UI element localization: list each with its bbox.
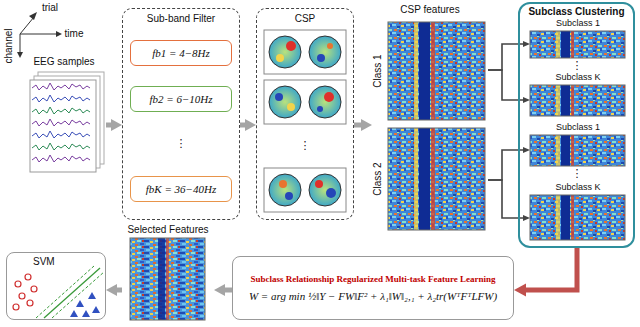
arrow-head bbox=[523, 41, 530, 47]
csp-feature-heatmaps bbox=[388, 22, 485, 230]
selected-feature-heatmap bbox=[130, 238, 205, 320]
axis-arrows bbox=[17, 12, 62, 58]
node-title: Subclass K bbox=[530, 182, 626, 192]
process-box: fbK = 36−40Hz bbox=[130, 176, 232, 202]
flow-arrow bbox=[488, 147, 530, 180]
axis-label: channel bbox=[3, 28, 15, 63]
node-title: CSP bbox=[257, 13, 353, 25]
node-title: Subclass K bbox=[530, 72, 626, 82]
flow-arrow bbox=[488, 41, 530, 70]
arrow-head bbox=[361, 119, 372, 131]
node-title: fb2 = 6−10Hz bbox=[131, 93, 231, 106]
subclass-heading: Subclass 1 bbox=[530, 122, 626, 166]
figure-heading: Selected Features bbox=[122, 224, 214, 322]
eeg-trials bbox=[30, 72, 104, 172]
flow-arrow bbox=[488, 70, 530, 103]
formula-box: Subclass Relationship Regularized Multi-… bbox=[232, 256, 514, 320]
axis-label: trial bbox=[42, 2, 58, 14]
ellipsis: ⋮ bbox=[176, 138, 187, 151]
node-body: W = arg min ½‖Y − FW‖F² + λ₁‖W‖₂,₁ + λ₂t… bbox=[239, 290, 507, 303]
arrow-head bbox=[106, 284, 117, 296]
node-title: Subclass Relationship Regularized Multi-… bbox=[239, 274, 507, 284]
flow-arrow bbox=[106, 284, 122, 296]
ellipsis: ⋮ bbox=[572, 60, 583, 73]
arrow-head bbox=[523, 215, 530, 221]
subclass-heatmaps bbox=[530, 31, 625, 240]
arrow-head bbox=[523, 147, 530, 153]
process-box: fb1 = 4−8Hz bbox=[130, 40, 232, 66]
class-label: Class 2 bbox=[372, 162, 384, 195]
flow-arrow bbox=[106, 119, 122, 131]
cluster-group: Subclass ClusteringSubclass 1Subclass KS… bbox=[518, 2, 635, 248]
svm-illustration bbox=[13, 266, 104, 318]
csp-topomaps bbox=[264, 30, 346, 212]
node-title: fb1 = 4−8Hz bbox=[131, 47, 231, 60]
filter-bank-group: Sub-band Filter fb1 = 4−8Hz fb2 = 6−10Hz fb… bbox=[122, 8, 240, 220]
arrow-shaft bbox=[354, 123, 362, 128]
node-title: Subclass 1 bbox=[530, 18, 626, 28]
subclass-heading: Subclass 1 bbox=[530, 18, 626, 60]
arrow-shaft bbox=[224, 288, 232, 293]
flow-arrow bbox=[514, 248, 577, 297]
ellipsis: ⋮ bbox=[572, 168, 583, 181]
flow-arrow bbox=[240, 119, 256, 131]
node-title: SVM bbox=[7, 256, 105, 268]
class-label: Class 1 bbox=[372, 54, 384, 87]
axis-label: time bbox=[65, 28, 84, 40]
arrow-head bbox=[514, 284, 526, 297]
flow-arrow bbox=[488, 180, 530, 221]
arrow-head bbox=[245, 119, 256, 131]
arrow-shaft bbox=[525, 248, 577, 290]
csp-group: CSP bbox=[256, 8, 354, 220]
node-title: EEG samples bbox=[22, 56, 106, 68]
node-title: Subclass 1 bbox=[530, 122, 626, 132]
flow-arrow bbox=[214, 284, 232, 296]
node-title: fbK = 36−40Hz bbox=[131, 183, 231, 196]
subclass-heading: Subclass K bbox=[530, 72, 626, 116]
node-title: CSP features bbox=[372, 4, 488, 16]
flow-arrow bbox=[354, 119, 372, 131]
node-title: Sub-band Filter bbox=[123, 13, 239, 25]
figure-heading: EEG samples bbox=[22, 56, 106, 174]
arrow-head bbox=[523, 97, 530, 103]
ellipsis: ⋮ bbox=[300, 140, 311, 153]
subclass-heading: Subclass K bbox=[530, 182, 626, 242]
process-box: fb2 = 6−10Hz bbox=[130, 86, 232, 112]
classifier-box: SVM bbox=[6, 252, 106, 320]
arrow-head bbox=[111, 119, 122, 131]
node-title: Subclass Clustering bbox=[520, 6, 633, 18]
arrow-head bbox=[214, 284, 225, 296]
node-title: Selected Features bbox=[122, 224, 214, 236]
figure-heading: CSP features bbox=[372, 4, 488, 232]
